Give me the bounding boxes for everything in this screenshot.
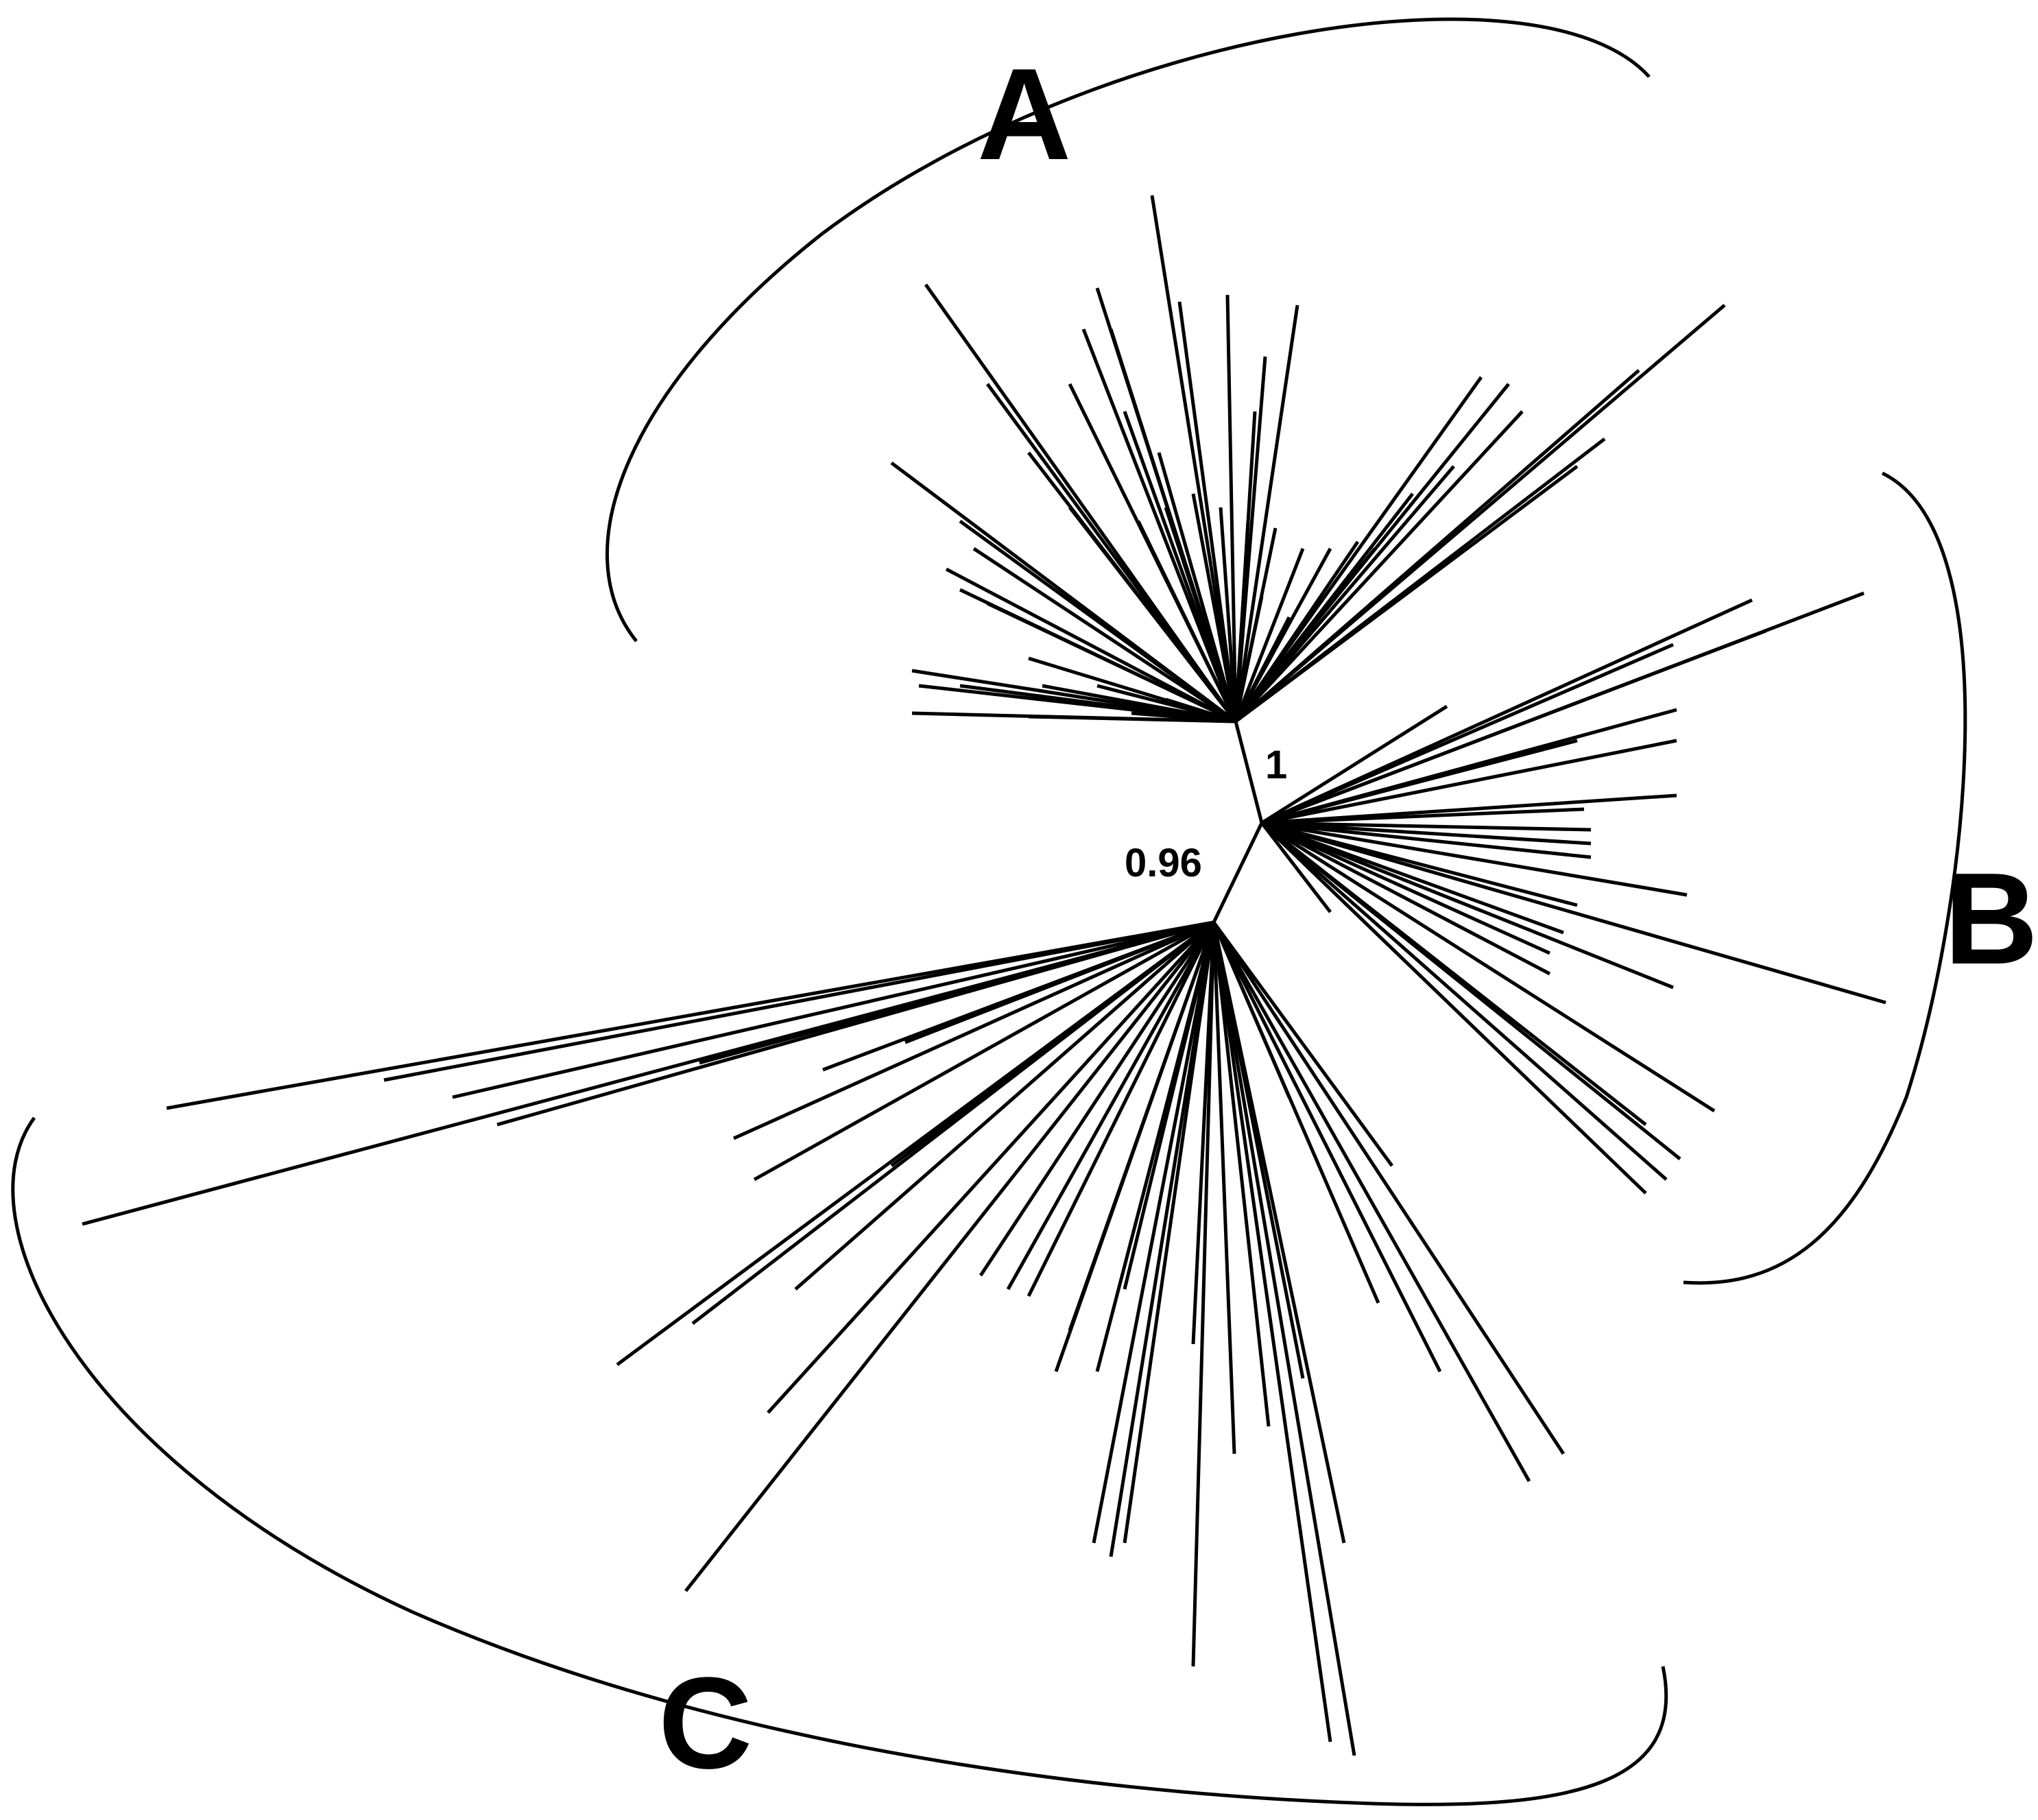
clade-label-b: B (1944, 846, 2038, 992)
clade-c-tip-branch (794, 921, 1215, 1291)
clade-a-tip-branch (1028, 715, 1236, 723)
clade-b-tip-branch (1261, 821, 1688, 897)
clade-a-tip-branch (945, 567, 1237, 723)
clade-c-tip-branch (1006, 921, 1216, 1291)
clade-b-bracket (1683, 471, 1967, 1285)
clade-b-branches (1260, 591, 1886, 1195)
clade-c-tip-branch (732, 920, 1215, 1140)
clade-a-tip-branch (1150, 195, 1238, 722)
clade-b-tip-branch (1260, 822, 1681, 1160)
clade-a-tip-branch (1234, 410, 1524, 723)
clade-c-tip-branch (1212, 921, 1566, 1455)
clade-c-tip-branch (452, 920, 1214, 1099)
clade-b-tip-branch (1261, 821, 1886, 1005)
support-value-node-bc: 0.96 (1125, 841, 1202, 885)
clade-a-tip-branch (1234, 616, 1291, 723)
clade-c-tip-branch (1109, 922, 1216, 1557)
clade-c-tip-branch (1212, 922, 1356, 1756)
clade-a-tip-branch (1131, 711, 1236, 723)
clade-a-bracket (606, 17, 1651, 643)
clade-a-tip-branch (1234, 520, 1250, 722)
clade-a-tip-branch (1165, 697, 1236, 723)
clade-label-c: C (658, 1651, 752, 1796)
clade-c-tip-branch (166, 920, 1214, 1110)
clade-a-tip-branch (1177, 301, 1238, 722)
clade-a-tip-branch (1234, 547, 1376, 723)
clade-a-tip-branch (1234, 304, 1299, 722)
clade-c-tip-branch (1212, 922, 1271, 1427)
clade-c-tip-branch (979, 921, 1216, 1277)
clade-c-tip-branch (1123, 922, 1216, 1544)
clade-a-tip-branch (1081, 328, 1238, 722)
support-value-node-ab: 1 (1265, 743, 1287, 787)
clade-a-tip-branch (1234, 376, 1483, 723)
clade-c-tip-branch (1123, 922, 1216, 1290)
clade-c-tip-branch (1027, 921, 1216, 1297)
clade-c-tip-branch (890, 921, 1215, 1167)
clade-b-tip-branch (1261, 821, 1592, 859)
clade-c-tip-branch (1212, 921, 1531, 1483)
clade-b-tip-branch (1260, 822, 1647, 1195)
clade-a-tip-branch (1042, 684, 1236, 723)
clade-b-tip-branch (1261, 821, 1674, 990)
clade-a-tip-branch (1234, 548, 1305, 722)
clade-a-tip-branch (1234, 464, 1579, 723)
clade-c-tip-branch (1212, 922, 1291, 1098)
clade-c-tip-branch (383, 920, 1214, 1082)
clade-c-tip-branch (1212, 922, 1346, 1544)
clade-c-bracket (11, 1116, 1668, 1806)
clade-b-tip-branch (1261, 629, 1766, 825)
clade-a-tip-branch (1219, 507, 1238, 722)
clade-a-tip-branch (959, 684, 1236, 723)
clade-c-tip-branch (1092, 922, 1216, 1544)
clade-c-tip-branch (1212, 922, 1332, 1743)
clade-b-tip-branch (1260, 821, 1716, 1113)
clade-c-tip-branch (753, 920, 1215, 1182)
clade-c-branches (82, 920, 1566, 1756)
clade-c-tip-branch (699, 920, 1214, 1065)
clade-c-tip-branch (1212, 921, 1394, 1167)
clade-a-tip-branch (986, 601, 1237, 723)
clade-a-tip-branch (1191, 493, 1238, 722)
clade-a-tip-branch (1157, 452, 1238, 722)
clade-a-tip-branch (1164, 507, 1238, 722)
clade-b-tip-branch (1260, 821, 1551, 976)
clade-c-tip-branch (1191, 922, 1216, 1667)
clade-b-tip-branch (1261, 643, 1674, 825)
internal-branches (1212, 721, 1264, 924)
clade-c-tip-branch (1212, 921, 1442, 1373)
clade-a-tip-branch (1136, 520, 1238, 723)
clade-b-tip-branch (1261, 821, 1592, 832)
clade-b-tip-branch (1261, 739, 1677, 825)
clade-a-tip-branch (972, 547, 1237, 723)
clade-a-tip-branch (1234, 369, 1640, 723)
clade-label-a: A (977, 42, 1071, 187)
clade-c-tip-branch (684, 921, 1215, 1592)
clade-b-tip-branch (1261, 821, 1592, 846)
clade-b-tip-branch (1261, 807, 1585, 825)
clade-c-tip-branch (767, 921, 1215, 1414)
clade-b-tip-branch (1260, 822, 1668, 1181)
clade-a-tip-branch (1234, 596, 1264, 722)
clade-a-tip-branch (1225, 294, 1238, 722)
clade-c-tip-branch (1212, 922, 1236, 1454)
clade-b-tip-branch (1260, 704, 1448, 825)
clade-c-tip-branch (1054, 922, 1216, 1372)
clade-a-tip-branch (959, 519, 1237, 723)
clade-b-tip-branch (1261, 739, 1578, 825)
clade-a-branches (890, 195, 1726, 723)
clade-b-tip-branch (1260, 822, 1332, 913)
clade-c-tip-branch (904, 920, 1214, 1044)
clade-b-tip-branch (1260, 821, 1551, 955)
clade-a-tip-branch (1068, 506, 1237, 723)
